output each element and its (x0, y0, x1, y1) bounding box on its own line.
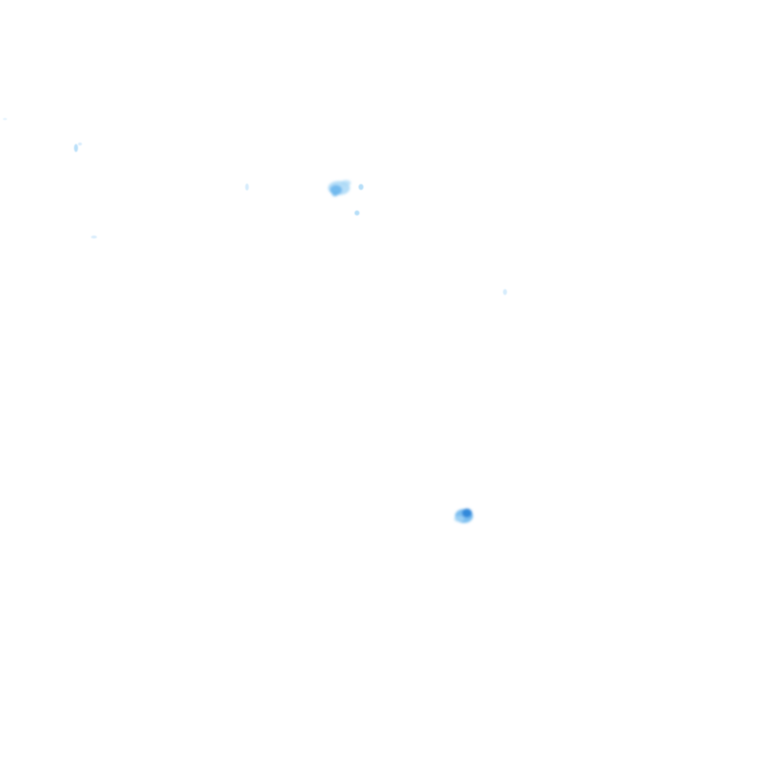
echo-speck-east (503, 289, 507, 295)
echo-speck-north-east (358, 184, 364, 190)
echo-speck-north-south (354, 210, 360, 216)
echo-cluster-north (328, 180, 351, 197)
echo-speck-west-1 (74, 142, 82, 152)
echo-speck-central (245, 183, 249, 191)
echo-speck-west-2 (91, 235, 97, 239)
echo-speck-far-west (3, 118, 7, 120)
echo-cluster-south (454, 508, 473, 523)
